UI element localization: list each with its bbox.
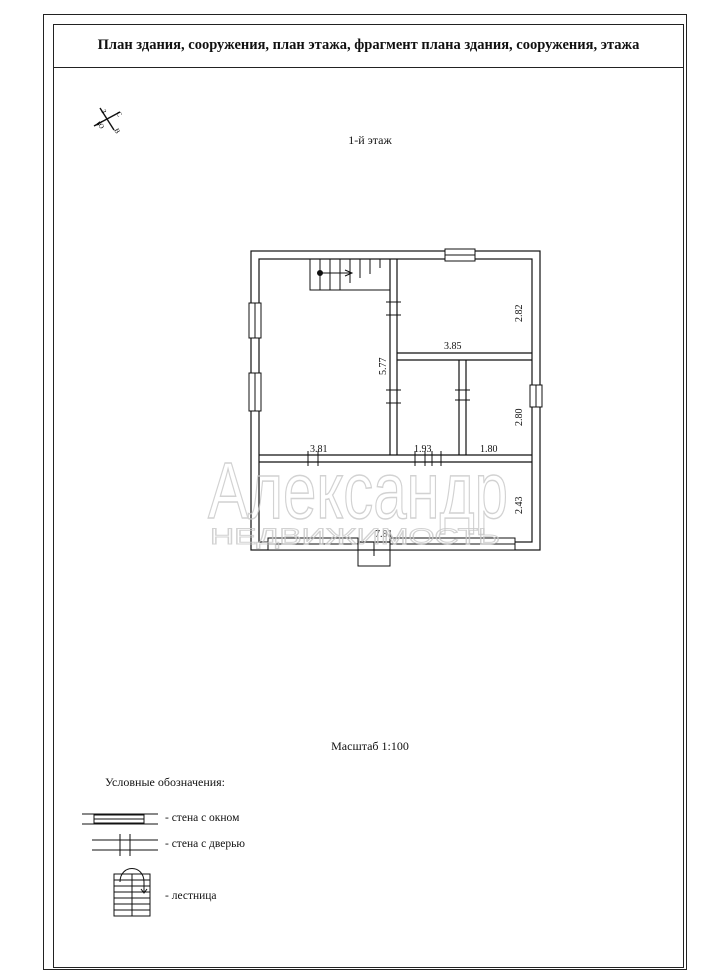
dim-3-81: 3.81 xyxy=(310,444,328,455)
legend-title: Условные обозначения: xyxy=(105,775,226,789)
window-right xyxy=(529,384,543,408)
dim-2-80: 2.80 xyxy=(514,409,525,427)
legend-door-wall: - стена с дверью xyxy=(165,838,245,850)
doors xyxy=(307,301,470,466)
watermark: Александр НЕДВИЖИМОСТЬ xyxy=(207,445,509,549)
compass-north: С xyxy=(114,110,123,118)
stairs xyxy=(309,258,390,291)
window-left-1 xyxy=(248,302,262,339)
dim-2-43: 2.43 xyxy=(514,497,525,515)
page-title: План здания, сооружения, план этажа, фра… xyxy=(53,24,684,68)
floor-label: 1-й этаж xyxy=(348,133,392,147)
window-wall-icon xyxy=(82,813,158,825)
dim-1-80: 1.80 xyxy=(480,444,498,455)
window-top xyxy=(444,248,476,262)
outer-frame xyxy=(43,14,687,970)
door-wall-icon xyxy=(92,834,158,856)
dim-3-85: 3.85 xyxy=(444,341,462,352)
watermark-main: Александр xyxy=(208,446,508,535)
legend-stairs: - лестница xyxy=(165,890,217,902)
dim-5-77: 5.77 xyxy=(378,358,389,376)
dim-1-93: 1.93 xyxy=(414,444,432,455)
floor-plan: 5.77 2.82 3.85 2.80 3.81 1.93 1.80 2.43 … xyxy=(248,248,543,567)
entrance-porch xyxy=(357,541,391,567)
watermark-sub: НЕДВИЖИМОСТЬ xyxy=(210,524,500,549)
legend-window-wall: - стена с окном xyxy=(165,812,240,824)
compass-east: В xyxy=(112,127,121,135)
scale-label: Масштаб 1:100 xyxy=(331,739,409,753)
compass-icon: С В Ю З xyxy=(93,107,124,135)
stairs-icon xyxy=(113,868,151,917)
compass-south: Ю xyxy=(95,120,106,130)
inner-frame xyxy=(53,24,684,968)
compass-west: З xyxy=(99,108,108,115)
dim-7-81: 7.81 xyxy=(375,529,393,540)
dim-2-82: 2.82 xyxy=(514,305,525,323)
window-left-2 xyxy=(248,372,262,412)
